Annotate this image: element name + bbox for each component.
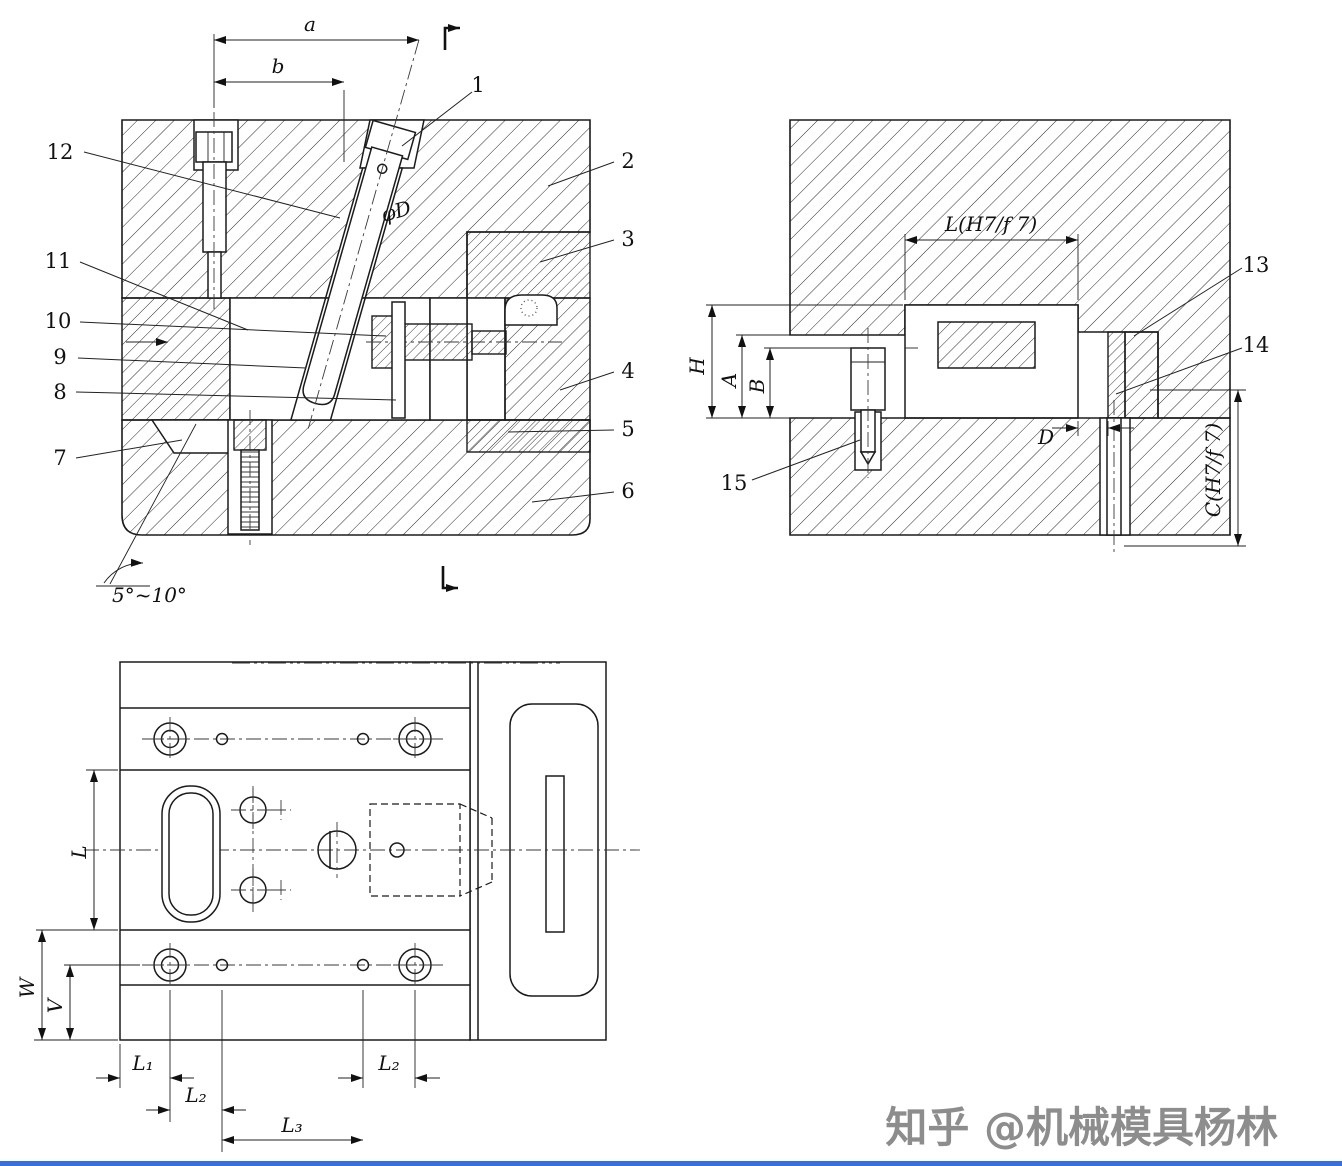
view3-annotations: L W V L₁ L₂ L₂ L₃ — [15, 769, 440, 1152]
dim-D-label: D — [1037, 425, 1054, 449]
part-label-14: 14 — [1243, 333, 1270, 357]
part-label-2: 2 — [621, 149, 634, 173]
dim-A-label: A — [717, 373, 741, 389]
dim-Lfit-label: L(H7/f 7) — [944, 212, 1037, 236]
part-label-5: 5 — [621, 417, 634, 441]
dim-L3-label: L₃ — [280, 1113, 302, 1137]
part-label-11: 11 — [45, 249, 72, 273]
part-label-9: 9 — [53, 345, 66, 369]
dim-V-label: V — [43, 996, 67, 1013]
dim-L-label: L — [67, 845, 91, 859]
dim-B-label: B — [745, 379, 769, 395]
part-label-7: 7 — [53, 446, 66, 470]
part-label-10: 10 — [45, 309, 72, 333]
view1-annotations: a b φD 5°~10° 1 2 3 4 5 6 7 8 9 10 — [45, 12, 635, 607]
dim-H-label: H — [685, 357, 709, 376]
view1-geometry — [121, 39, 591, 545]
part-label-1: 1 — [471, 73, 484, 97]
view2-geometry — [789, 119, 1231, 556]
watermark-text: 知乎 @机械模具杨林 — [885, 1103, 1278, 1152]
part-label-3: 3 — [621, 227, 634, 251]
dim-b-label: b — [272, 54, 285, 78]
dim-L2a-label: L₂ — [184, 1083, 206, 1107]
part-label-15: 15 — [721, 471, 748, 495]
part-label-4: 4 — [621, 359, 634, 383]
part-label-13: 13 — [1243, 253, 1270, 277]
part-label-6: 6 — [621, 479, 634, 503]
part-label-12: 12 — [47, 140, 74, 164]
view2-annotations: L(H7/f 7) H A B D C(H7/f 7) 13 14 15 — [685, 212, 1270, 547]
view3-geometry — [84, 661, 640, 1041]
dim-angle-label: 5°~10° — [112, 583, 187, 607]
dim-a-label: a — [304, 12, 316, 36]
dim-L2b-label: L₂ — [377, 1051, 399, 1075]
bottom-accent-bar — [0, 1161, 1342, 1166]
dim-L1-label: L₁ — [131, 1051, 153, 1075]
part-label-8: 8 — [53, 380, 66, 404]
dim-W-label: W — [15, 976, 39, 998]
dim-Cfit-label: C(H7/f 7) — [1201, 423, 1225, 517]
